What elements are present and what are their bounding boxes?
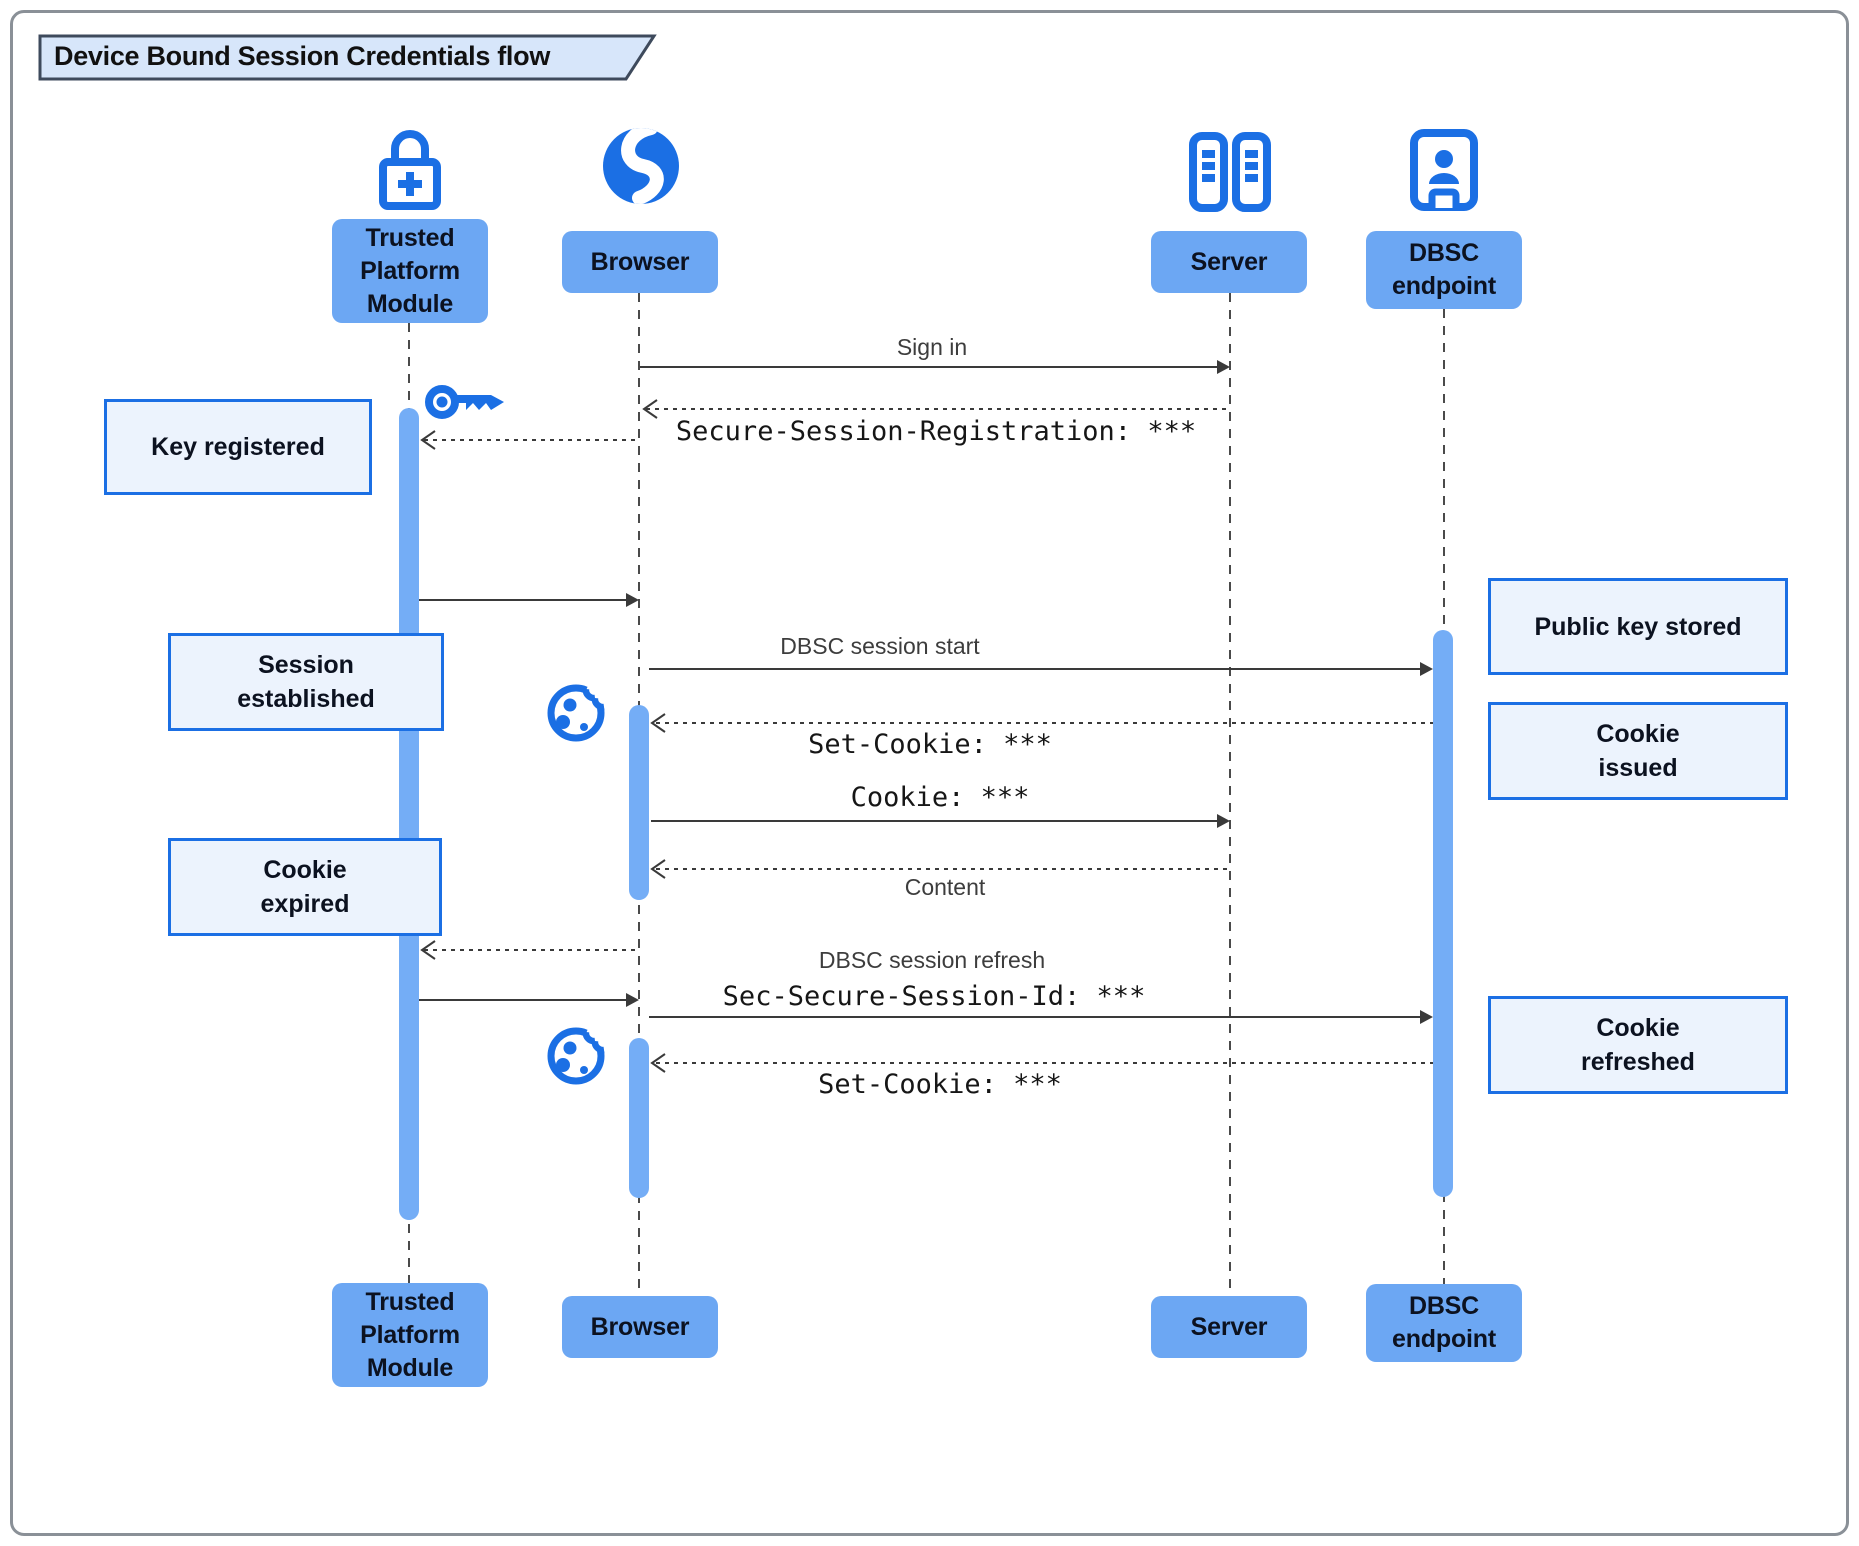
note-cookie-refreshed: Cookie refreshed	[1488, 996, 1788, 1094]
message-label-dbsc-session-start: DBSC session start	[780, 633, 980, 659]
page-title: Device Bound Session Credentials flow	[54, 41, 551, 71]
id-badge-icon	[1410, 129, 1478, 211]
actor-top-dbsc: DBSC endpoint	[1366, 231, 1522, 309]
message-label-set-cookie-2: Set-Cookie: ***	[818, 1069, 1062, 1100]
arrowhead-set-cookie-1	[650, 713, 666, 733]
message-line-browser-to-tpm-2	[424, 949, 639, 951]
server-rack-icon	[1189, 132, 1271, 212]
note-cookie-expired: Cookie expired	[168, 838, 442, 936]
message-line-tpm-to-browser-1	[419, 599, 627, 601]
activation-tpm	[399, 408, 419, 1220]
actor-bottom-browser: Browser	[562, 1296, 718, 1358]
message-line-set-cookie-1	[656, 722, 1433, 724]
arrowhead-cookie	[1217, 814, 1230, 828]
arrowhead-content	[650, 859, 666, 879]
actor-bottom-server: Server	[1151, 1296, 1307, 1358]
arrowhead-set-cookie-2	[650, 1053, 666, 1073]
title-tab	[38, 34, 657, 81]
activation-dbsc	[1433, 630, 1453, 1197]
message-line-browser-to-tpm-1	[424, 439, 639, 441]
key-icon	[425, 385, 504, 419]
arrowhead-browser-to-tpm-1	[420, 430, 436, 450]
message-label-sign-in: Sign in	[896, 334, 968, 360]
note-session-established: Session established	[168, 633, 444, 731]
arrowhead-tpm-to-browser-2	[626, 993, 639, 1007]
actor-top-tpm: Trusted Platform Module	[332, 219, 488, 323]
arrowhead-sign-in	[1217, 360, 1230, 374]
message-line-dbsc-session-start	[649, 668, 1423, 670]
globe-icon	[603, 128, 679, 204]
message-line-content	[656, 868, 1230, 870]
message-label-sec-secure-session-id: Sec-Secure-Session-Id: ***	[722, 981, 1146, 1012]
arrowhead-secure-session-registration	[642, 399, 658, 419]
actor-top-browser: Browser	[562, 231, 718, 293]
diagram-frame	[10, 10, 1849, 1536]
message-line-set-cookie-2	[656, 1062, 1433, 1064]
arrowhead-dbsc-session-start	[1420, 662, 1433, 676]
message-label-content: Content	[904, 874, 986, 900]
message-label-set-cookie-1: Set-Cookie: ***	[808, 729, 1052, 760]
note-public-key-stored: Public key stored	[1488, 578, 1788, 675]
message-line-cookie	[651, 820, 1218, 822]
note-cookie-issued: Cookie issued	[1488, 702, 1788, 800]
actor-bottom-dbsc: DBSC endpoint	[1366, 1284, 1522, 1362]
actor-top-server: Server	[1151, 231, 1307, 293]
activation-browser-1	[629, 705, 649, 900]
message-line-tpm-to-browser-2	[419, 999, 627, 1001]
cookie-icon-2	[547, 1023, 612, 1085]
arrowhead-tpm-to-browser-1	[626, 593, 639, 607]
note-key-registered: Key registered	[104, 399, 372, 495]
lock-plus-icon	[379, 130, 441, 210]
lifeline-server	[1229, 293, 1231, 1296]
cookie-icon-1	[547, 680, 612, 742]
message-label-dbsc-session-refresh: DBSC session refresh	[818, 947, 1046, 973]
message-line-sign-in	[640, 366, 1218, 368]
arrowhead-dbsc-session-refresh	[1420, 1010, 1433, 1024]
arrowhead-browser-to-tpm-2	[420, 940, 436, 960]
message-label-secure-session-registration: Secure-Session-Registration: ***	[675, 416, 1197, 447]
actor-bottom-tpm: Trusted Platform Module	[332, 1283, 488, 1387]
message-line-dbsc-session-refresh	[649, 1016, 1423, 1018]
message-line-secure-session-registration	[646, 408, 1230, 410]
activation-browser-2	[629, 1038, 649, 1198]
message-label-cookie: Cookie: ***	[850, 782, 1030, 813]
